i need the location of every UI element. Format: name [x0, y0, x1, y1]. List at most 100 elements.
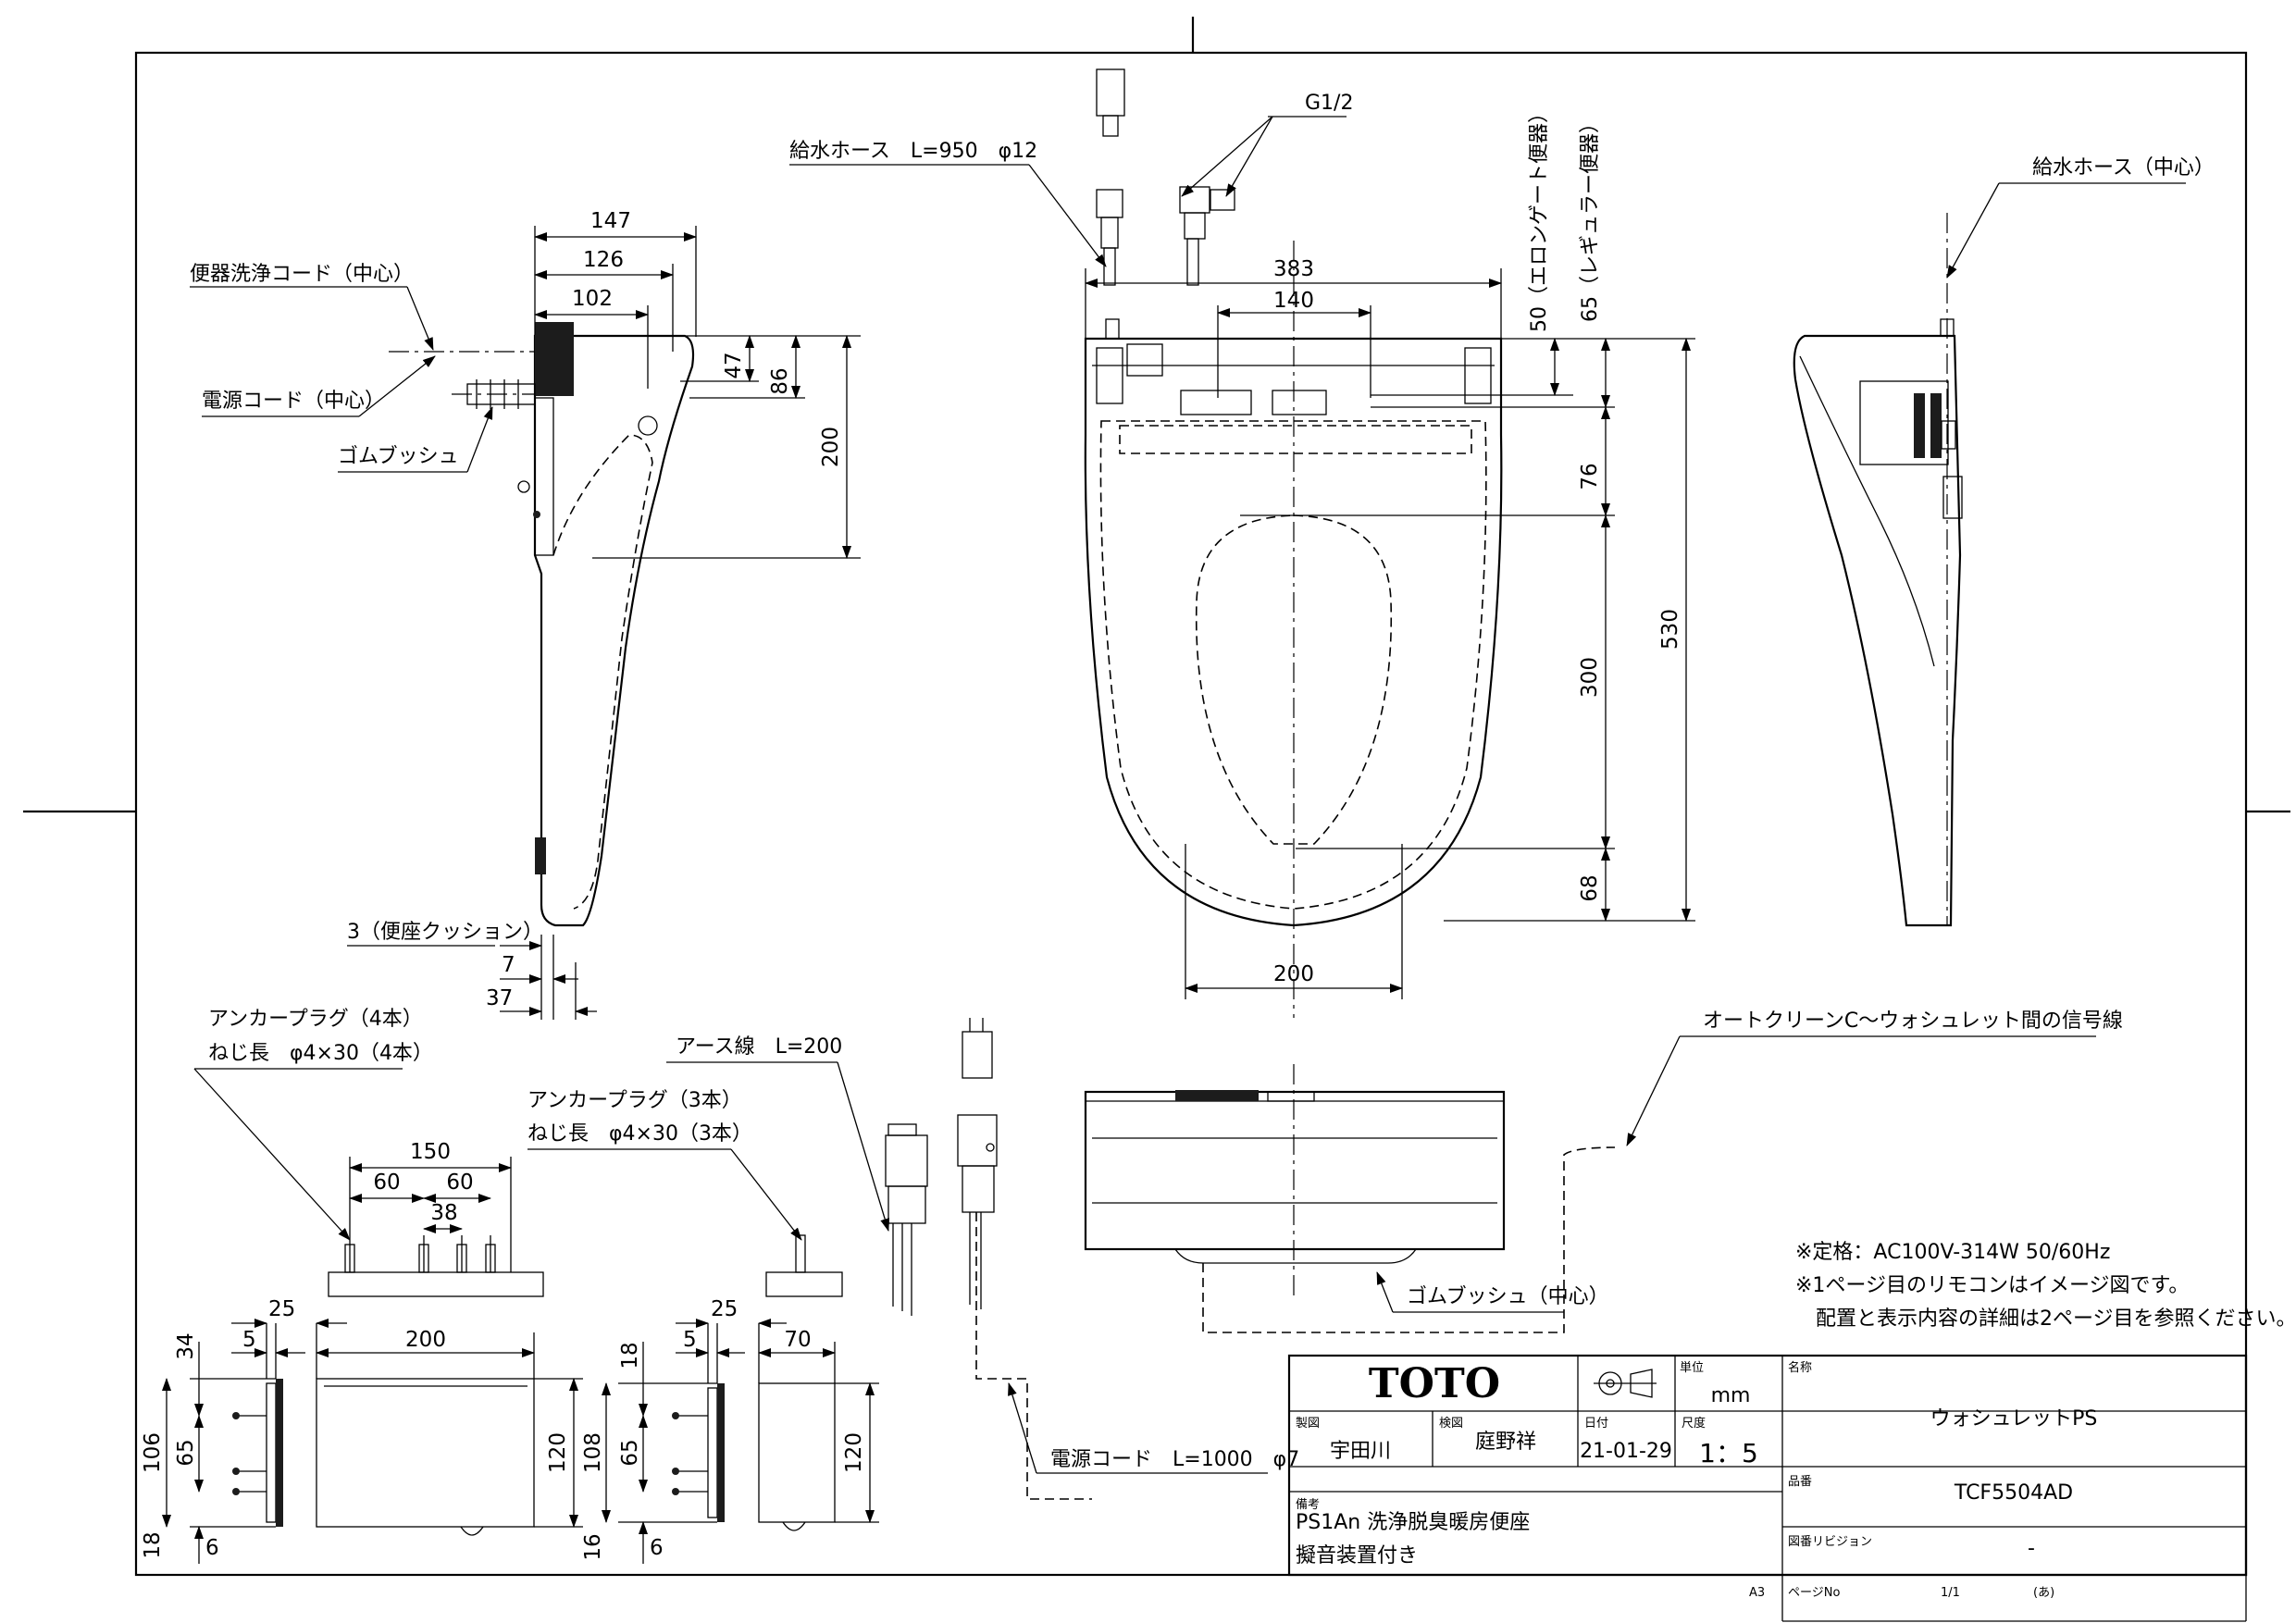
- supply-hose-label: 給水ホース L=950 φ12: [789, 140, 1037, 163]
- revision-value: -: [2028, 1537, 2035, 1560]
- unit-value: mm: [1711, 1384, 1751, 1407]
- dim-150: 150: [410, 1140, 451, 1164]
- checked-by: 庭野祥: [1475, 1431, 1536, 1454]
- dim-200-horizontal: 200: [1273, 962, 1314, 986]
- dim-6-a: 6: [205, 1536, 219, 1560]
- name-label: 名称: [1788, 1360, 1812, 1375]
- scale-label: 尺度: [1682, 1416, 1706, 1431]
- dim-200-b: 200: [405, 1328, 446, 1352]
- dim-25-b: 25: [711, 1297, 738, 1321]
- supply-fitting-icon: [1096, 68, 1235, 286]
- dim-120-b: 120: [842, 1432, 866, 1473]
- sheet-border: [23, 17, 2290, 1577]
- drawing-scale: 1：5: [1699, 1438, 1758, 1468]
- dim-16: 16: [581, 1533, 605, 1560]
- bracket-view-2: 25 5 70 18 108 65 16 6 120: [581, 1297, 879, 1564]
- side-view-left: [389, 322, 695, 927]
- remarks-line-2: 擬音装置付き: [1296, 1544, 1418, 1567]
- power-cord-length-label: 電源コード L=1000 φ7: [1050, 1448, 1299, 1471]
- revision-label: 図番リビジョン: [1788, 1535, 1872, 1549]
- cushion-label: 3（便座クッション）: [347, 921, 543, 944]
- anchor3-title-label: アンカープラグ（3本）: [527, 1089, 742, 1112]
- anchor3-screw-label: ねじ長 φ4×30（3本）: [527, 1122, 752, 1146]
- title-block: TOTO 単位 mm 名称 ウォシュレットPS 製図 宇田川 検図 庭野祥 日付…: [1287, 1354, 2248, 1622]
- supply-hose-center-label: 給水ホース（中心）: [2032, 156, 2215, 180]
- dim-5-a: 5: [242, 1328, 256, 1352]
- dim-25-a: 25: [268, 1297, 295, 1321]
- dim-86: 86: [768, 367, 792, 394]
- dim-47: 47: [722, 352, 746, 378]
- bracket-view-1: 25 5 200 34 106 65 18 6 120: [141, 1297, 583, 1564]
- sheet-size: A3: [1749, 1586, 1765, 1600]
- dim-300: 300: [1578, 657, 1602, 698]
- top-view: [1084, 68, 1503, 1018]
- dim-6-b: 6: [650, 1536, 664, 1560]
- dim-126: 126: [583, 248, 624, 272]
- elongated-label: 50（エロンゲート便器）: [1528, 103, 1551, 332]
- power-adapter: アース線 L=200 電源コード L=1000 φ7: [666, 1018, 1299, 1500]
- dim-37: 37: [486, 986, 513, 1010]
- side-view-left-callouts: 便器洗浄コード（中心） 電源コード（中心） ゴムブッシュ 3（便座クッション）: [190, 263, 543, 947]
- side-view-right: 給水ホース（中心）: [1793, 156, 2215, 927]
- anchor4-title-label: アンカープラグ（4本）: [208, 1008, 423, 1031]
- top-view-dimensions: 383 140 50（エロンゲート便器） 65（レギュラー便器） 76 300 …: [1085, 103, 1695, 999]
- note-rating: ※定格：AC100V-314W 50/60Hz: [1795, 1241, 2110, 1264]
- notes: ※定格：AC100V-314W 50/60Hz ※1ページ目のリモコンはイメージ…: [1795, 1241, 2296, 1331]
- dim-530: 530: [1658, 609, 1682, 650]
- signal-wire-label: オートクリーンC～ウォシュレット間の信号線: [1703, 1010, 2123, 1033]
- note-details: 配置と表示内容の詳細は2ページ目を参照ください。: [1795, 1307, 2296, 1331]
- remarks-label: 備考: [1296, 1497, 1320, 1512]
- dim-76: 76: [1578, 463, 1602, 489]
- anchor-plate-3: アンカープラグ（3本） ねじ長 φ4×30（3本）: [527, 1089, 843, 1297]
- drawn-by: 宇田川: [1330, 1440, 1391, 1463]
- dim-383: 383: [1273, 257, 1314, 281]
- dim-5-b: 5: [683, 1328, 697, 1352]
- thread-label: G1/2: [1305, 92, 1353, 115]
- dim-60-a: 60: [373, 1171, 400, 1195]
- dim-65-b: 65: [618, 1439, 642, 1466]
- product-name: ウォシュレットPS: [1930, 1407, 2098, 1431]
- dim-102: 102: [572, 287, 613, 311]
- earth-wire-label: アース線 L=200: [676, 1035, 842, 1059]
- anchor-plate-4: 150 60 60 38 アンカープラグ（4本） ねじ長 φ4×30（4本）: [193, 1008, 544, 1297]
- brand-logo: TOTO: [1369, 1360, 1500, 1407]
- projection-symbol-icon: [1594, 1369, 1657, 1398]
- date-label: 日付: [1584, 1417, 1608, 1431]
- dim-18-b: 18: [618, 1342, 642, 1369]
- top-view-callouts: 給水ホース L=950 φ12 G1/2: [789, 92, 1353, 267]
- dim-38: 38: [430, 1201, 457, 1225]
- note-remote: ※1ページ目のリモコンはイメージ図です。: [1795, 1274, 2189, 1297]
- toilet-cord-label: 便器洗浄コード（中心）: [190, 263, 414, 286]
- anchor4-screw-label: ねじ長 φ4×30（4本）: [208, 1042, 433, 1065]
- model-number: TCF5504AD: [1954, 1481, 2073, 1505]
- dim-120-a: 120: [546, 1432, 570, 1473]
- power-cord-center-label: 電源コード（中心）: [202, 390, 385, 413]
- page-label: ページNo: [1788, 1586, 1840, 1600]
- rubber-bush-label: ゴムブッシュ: [338, 445, 459, 468]
- dim-200-vertical: 200: [819, 427, 843, 467]
- rubber-bush-center-label: ゴムブッシュ（中心）: [1407, 1285, 1609, 1308]
- dim-34: 34: [174, 1332, 198, 1359]
- drawing-date: 21-01-29: [1580, 1440, 1672, 1463]
- dim-147: 147: [590, 209, 631, 233]
- dim-68: 68: [1578, 874, 1602, 901]
- checked-label: 検図: [1439, 1417, 1463, 1431]
- dim-18-a: 18: [141, 1531, 165, 1558]
- dim-140: 140: [1273, 289, 1314, 313]
- front-view: オートクリーンC～ウォシュレット間の信号線 ゴムブッシュ（中心）: [1084, 1010, 2123, 1333]
- dim-106: 106: [141, 1432, 165, 1473]
- unit-label: 単位: [1680, 1360, 1704, 1375]
- model-label: 品番: [1788, 1475, 1812, 1489]
- side-view-left-dimensions: 147 126 102 47 86 200 7 37: [486, 209, 861, 1020]
- regular-label: 65（レギュラー便器）: [1579, 113, 1602, 322]
- remarks-line-1: PS1An 洗浄脱臭暖房便座: [1296, 1511, 1530, 1534]
- drawn-label: 製図: [1296, 1417, 1320, 1431]
- dim-7: 7: [502, 953, 515, 977]
- page-number: 1/1: [1941, 1586, 1960, 1600]
- dim-108: 108: [581, 1432, 605, 1473]
- dim-60-b: 60: [446, 1171, 473, 1195]
- page-suffix: (あ): [2033, 1586, 2054, 1600]
- dim-65-a: 65: [174, 1439, 198, 1466]
- dim-70: 70: [784, 1328, 811, 1352]
